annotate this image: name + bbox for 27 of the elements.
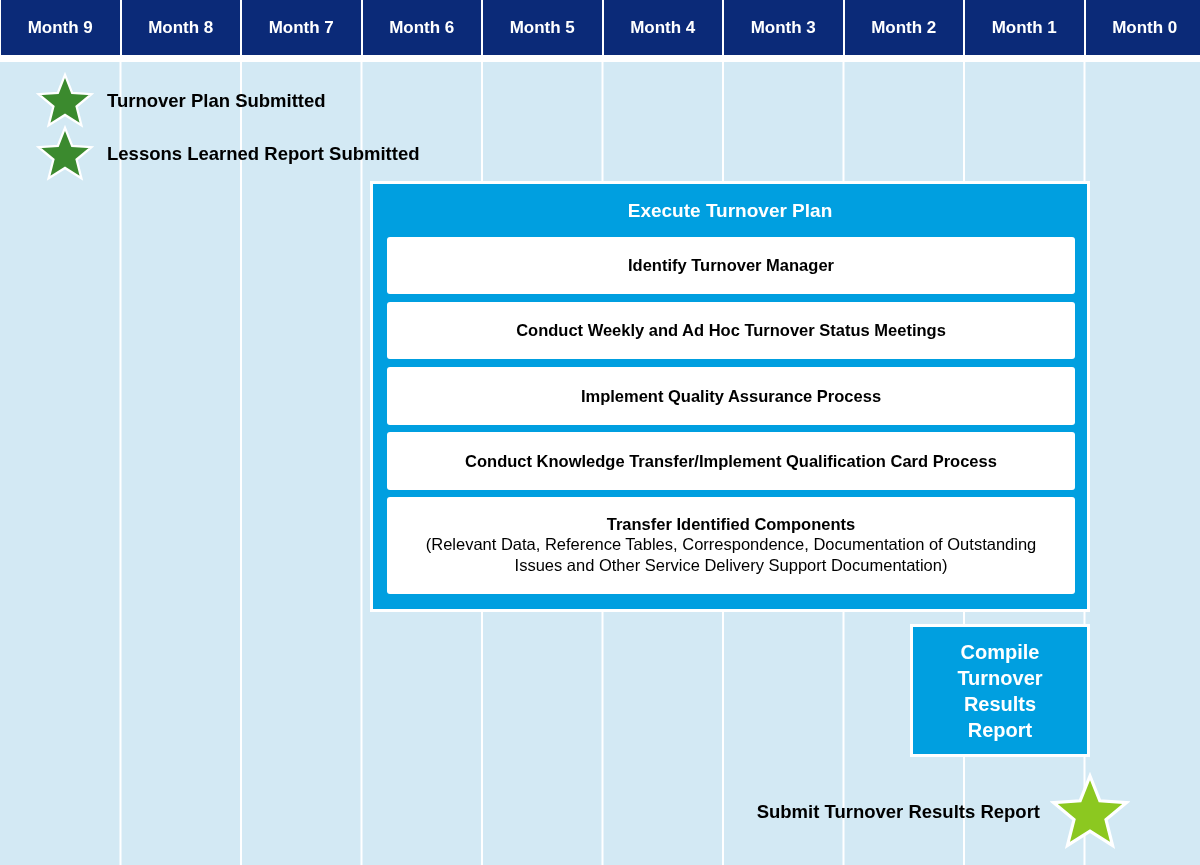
month-header: Month 1 [965, 0, 1084, 55]
month-header: Month 7 [242, 0, 361, 55]
milestone-label: Turnover Plan Submitted [107, 90, 326, 112]
task-box [387, 497, 1075, 594]
month-header: Month 3 [724, 0, 843, 55]
month-header: Month 5 [483, 0, 602, 55]
task-box [387, 367, 1075, 425]
phase-title: Execute Turnover Plan [626, 200, 834, 222]
task-title: Implement Quality Assurance Process [580, 386, 882, 406]
task-title: Identify Turnover Manager [628, 256, 834, 275]
milestone-label: Submit Turnover Results Report [756, 801, 1040, 823]
phase-panel [370, 181, 1090, 612]
task-title: Transfer Identified Components [606, 515, 856, 535]
task-box: Compile Turnover Results Report [910, 624, 1090, 757]
task-title: Conduct Weekly and Ad Hoc Turnover Status Meetings [516, 321, 946, 340]
month-header: Month 6 [362, 0, 481, 55]
month-header: Month 0 [1085, 0, 1200, 55]
task-box [387, 237, 1075, 294]
month-header: Month 8 [121, 0, 240, 55]
month-header: Month 2 [844, 0, 963, 55]
task-details: (Relevant Data, Reference Tables, Correspondence, Documentation of Outstanding Issues and Other Service Delivery Support Documentation) [424, 534, 1038, 576]
task-box [387, 432, 1075, 490]
month-header: Month 9 [1, 0, 120, 55]
month-header: Month 4 [603, 0, 722, 55]
task-title: Conduct Knowledge Transfer/Implement Qualification Card Process [465, 451, 997, 471]
milestone-label: Lessons Learned Report Submitted [107, 143, 420, 165]
task-box [387, 302, 1075, 359]
